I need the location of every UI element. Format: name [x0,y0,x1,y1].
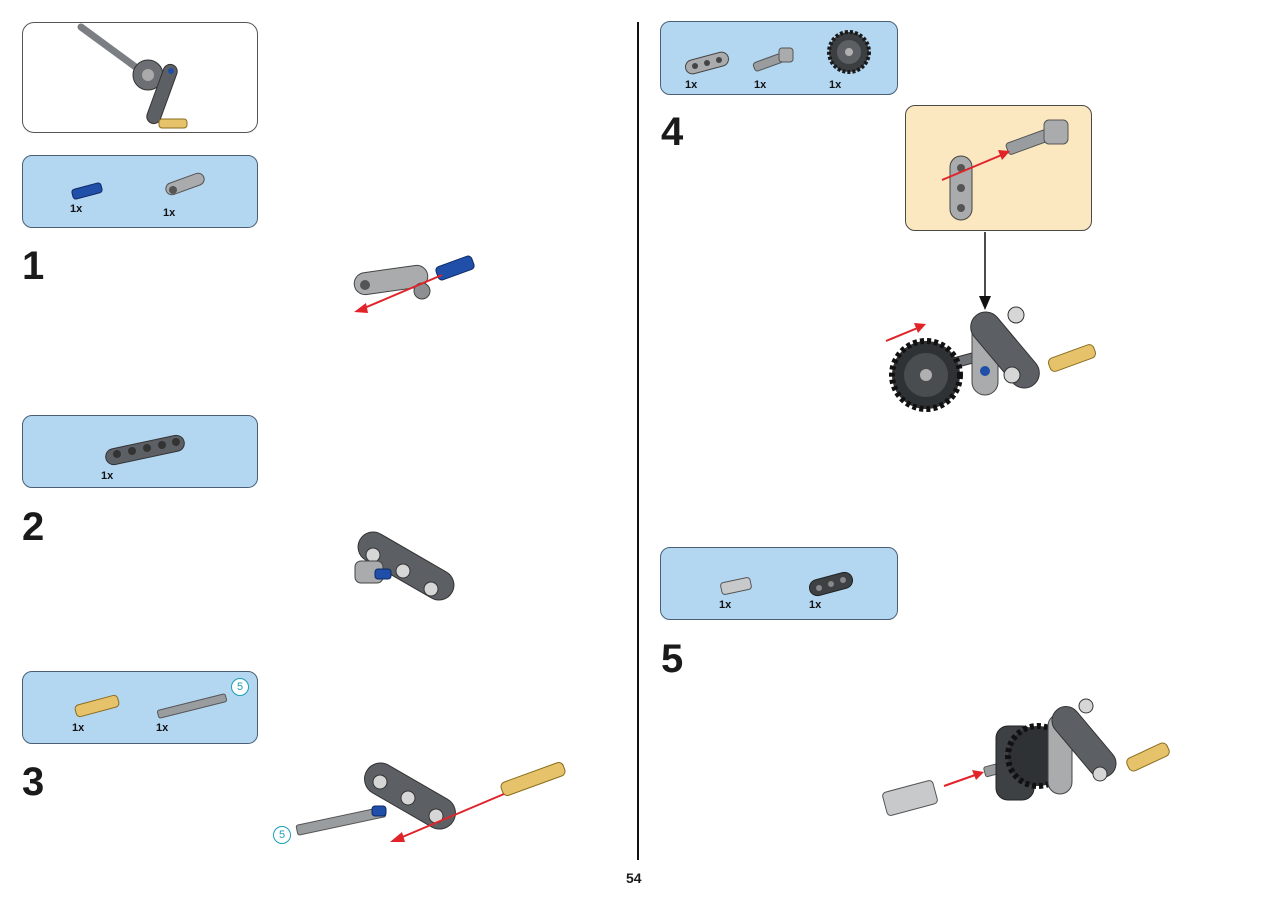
step-number-5: 5 [661,637,684,681]
light-liftarm-icon [165,172,205,196]
blue-pin-icon [371,805,387,817]
part-qty: 1x [829,79,842,91]
part-qty: 1x [754,79,767,91]
light-liftarm-3-icon [685,51,729,75]
liftarm-icon [146,63,178,125]
bush-icon [882,780,938,816]
gear-24-icon [889,338,963,412]
step-number-3: 3 [22,760,45,804]
assembly-arrow-icon [354,274,443,313]
subassembly-connector-arrow-icon [979,232,991,310]
part-qty: 1x [70,203,83,215]
step-number-1: 1 [22,244,45,288]
bush-icon [720,577,752,595]
tan-pin-icon [1126,742,1170,772]
axle-length-badge: 5 [231,678,249,696]
dark-liftarm-3-icon [357,531,455,601]
subassembly-illustration [941,119,1069,221]
dark-liftarm-3-icon [808,571,854,597]
step-1-model-illustration [353,255,475,313]
dark-liftarm-3-icon [970,306,1040,389]
parts-list-step-3: 1x 1x 5 [22,671,258,744]
pin-icon [158,118,188,129]
assembly-arrow-icon [885,323,926,342]
parts-list-step-4: 1x 1x 1x [660,21,898,95]
page-number: 54 [626,870,642,886]
tan-pin-icon [1047,344,1097,372]
parts-list-step-5: 1x 1x [660,547,898,620]
part-qty: 1x [101,470,114,482]
part-qty: 1x [72,722,85,734]
axle-icon [156,693,228,719]
step-5-model-illustration [882,698,1170,816]
part-qty: 1x [719,599,732,611]
dark-liftarm-5-icon [105,434,185,466]
axle-connector-icon [1005,119,1069,155]
assembly-arrow-icon [943,770,984,787]
assembly-arrow-icon [941,150,1010,181]
step-3-model-illustration [295,762,566,842]
blue-pin-icon [435,255,475,281]
step-number-4: 4 [661,110,684,154]
part-qty: 1x [809,599,822,611]
parts-list-step-1: 1x 1x [22,155,258,228]
parts-list-step-2: 1x [22,415,258,488]
part-qty: 1x [163,207,176,219]
part-qty: 1x [156,722,169,734]
step-number-2: 2 [22,505,45,549]
model-axle-length-badge: 5 [273,826,291,844]
callout-previous-assembly [22,22,258,133]
light-liftarm-icon [353,264,431,300]
blue-pin-icon [374,568,392,580]
gear-24-icon [827,30,871,74]
light-liftarm-3-icon [949,155,973,221]
tan-pin-icon [74,694,120,718]
assembly-arrow-icon [390,793,505,842]
tan-pin-icon [500,762,566,796]
blue-pin-icon [71,182,103,200]
part-qty: 1x [685,79,698,91]
page-divider [637,22,639,860]
step-2-model-illustration [354,531,455,601]
axle-connector-icon [752,47,794,72]
dark-liftarm-3-icon [364,762,456,830]
callout-assembly-illustration [77,23,188,129]
dark-liftarm-3-icon [1051,698,1117,782]
subassembly-callout [905,105,1092,231]
step-4-model-illustration [885,306,1097,412]
axle-icon [77,23,145,75]
